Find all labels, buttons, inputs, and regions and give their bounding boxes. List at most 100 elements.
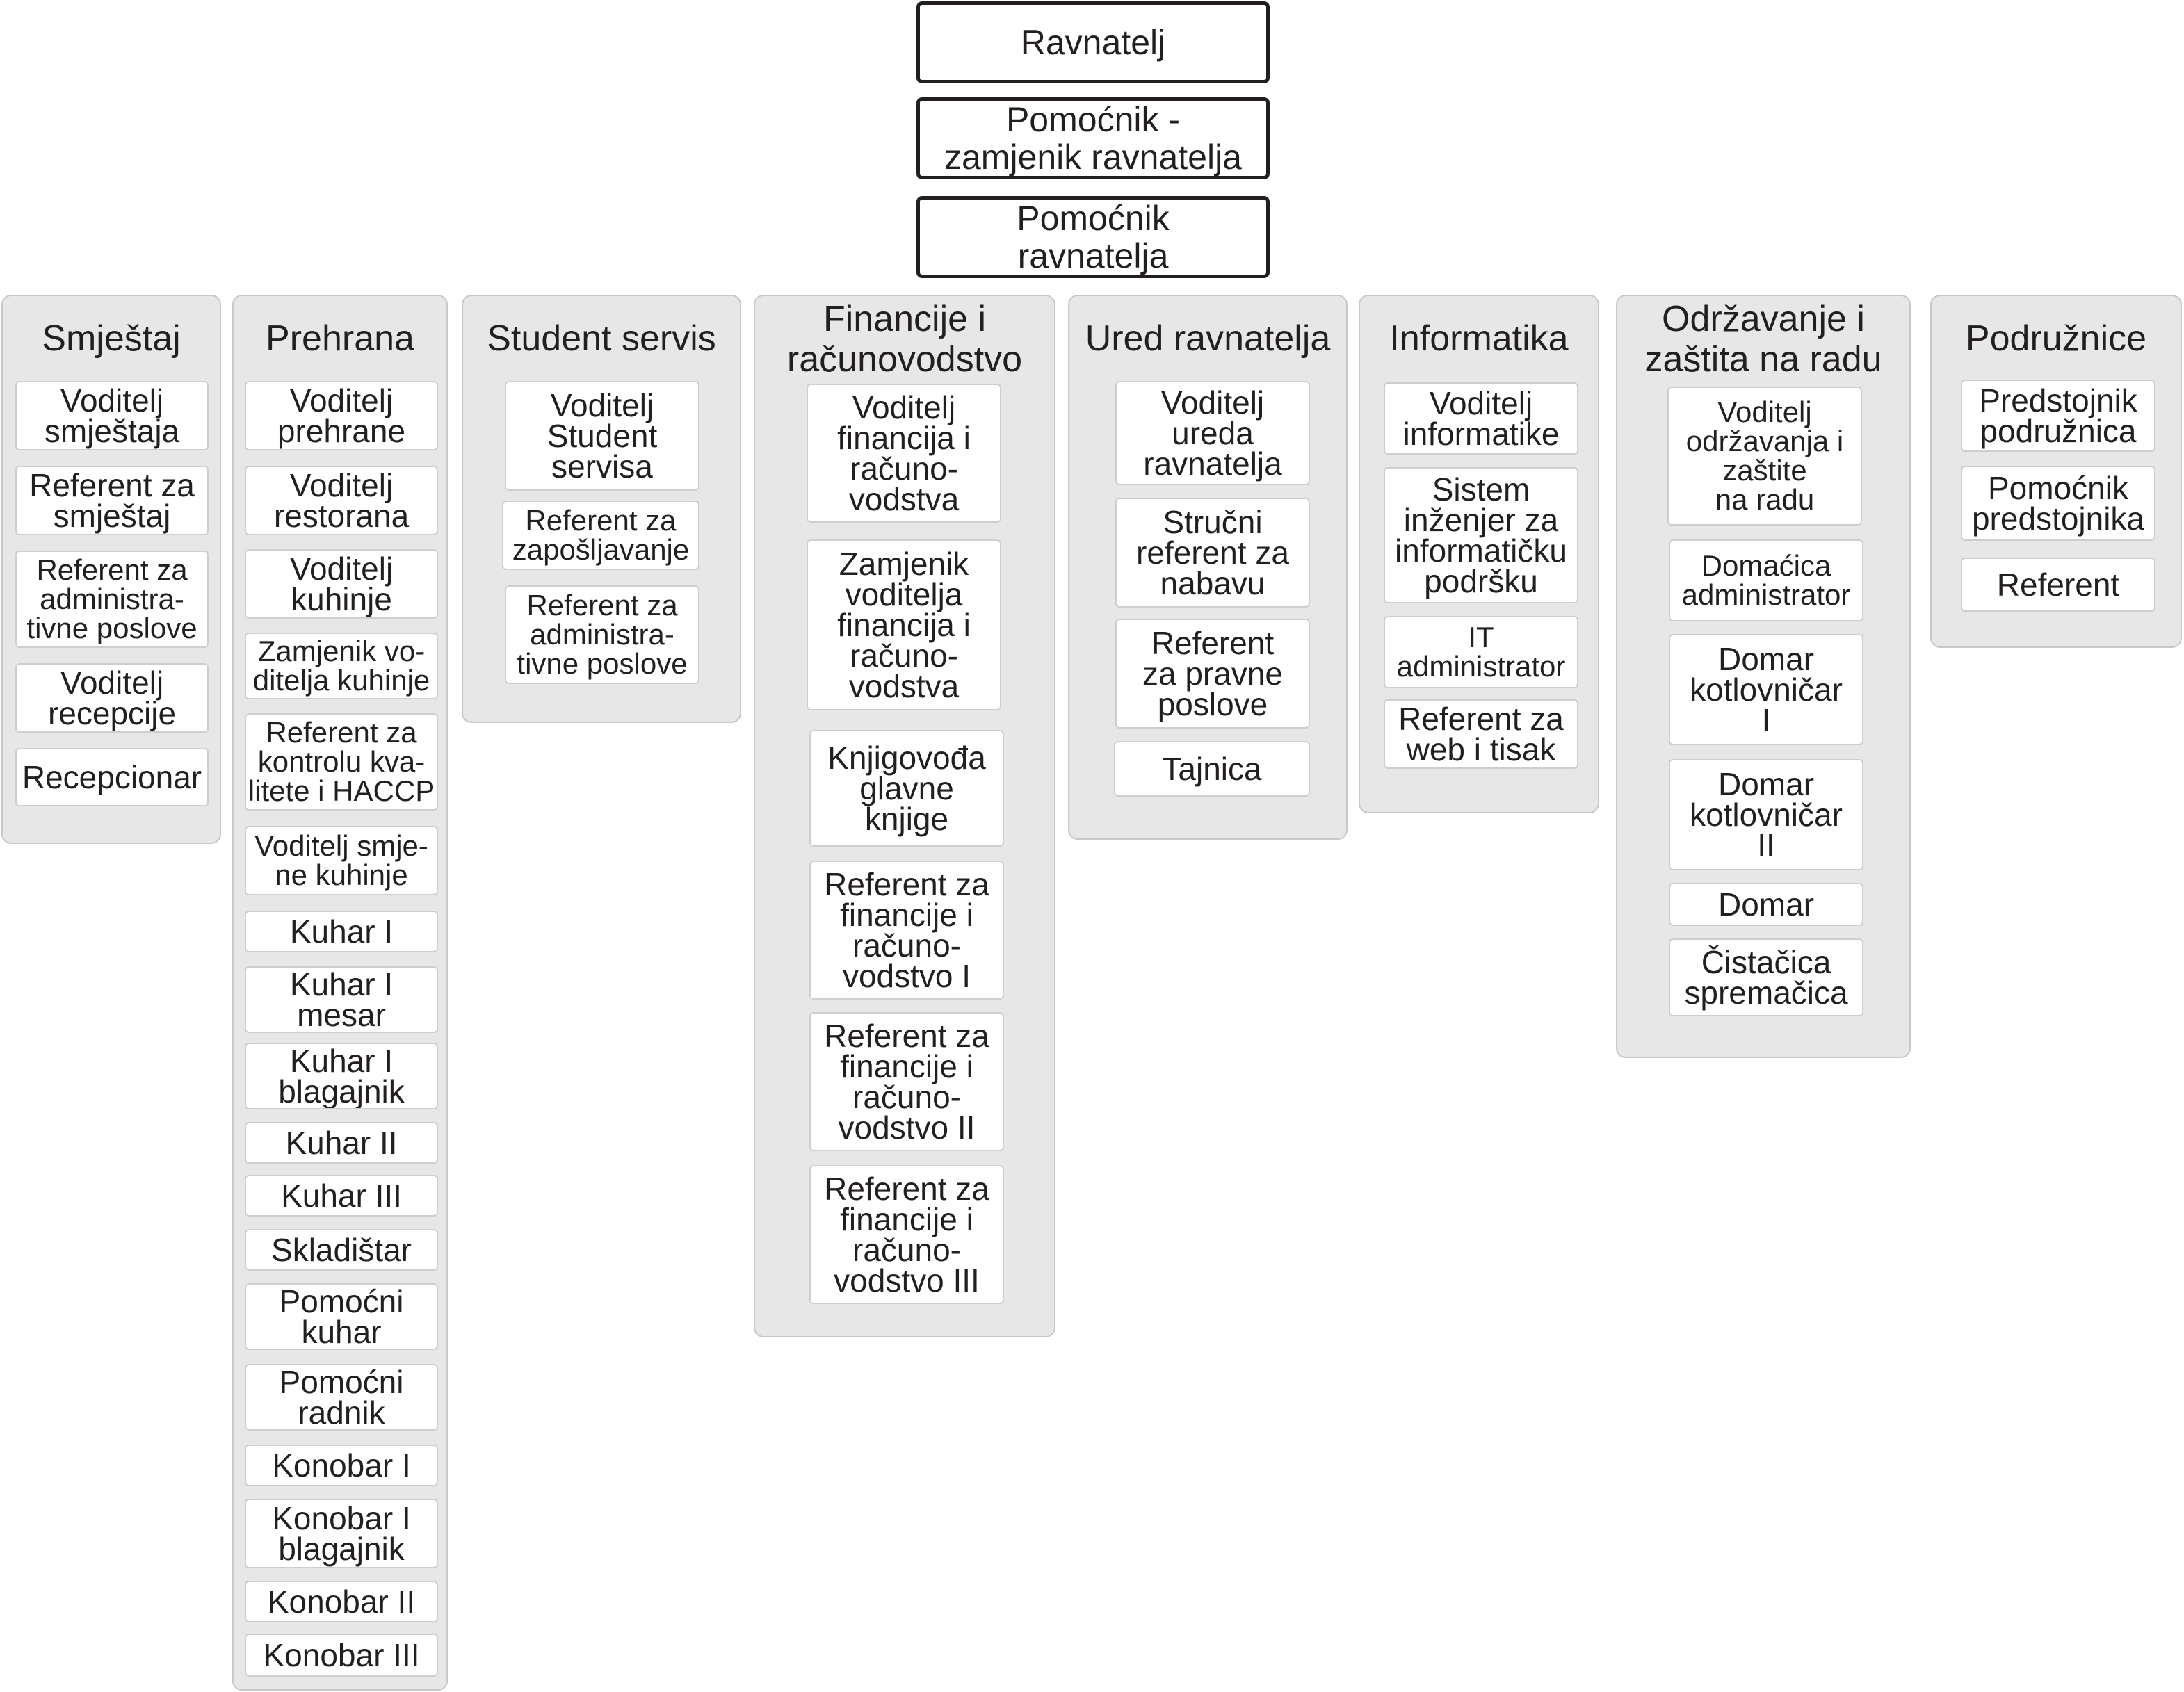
position-label: Zamjenik voditelja financija i računo- v… bbox=[837, 546, 971, 704]
position-box: Voditelj prehrane bbox=[245, 381, 438, 450]
position-label: Referent za smještaj bbox=[29, 467, 195, 534]
position-label: Kuhar II bbox=[285, 1125, 398, 1161]
department-title: Student servis bbox=[487, 318, 716, 359]
position-box: Kuhar II bbox=[245, 1122, 438, 1164]
assistant-director-box: Pomoćnik ravnatelja bbox=[916, 196, 1270, 278]
department-title: Financije i računovodstvo bbox=[786, 299, 1023, 380]
position-box: Domar bbox=[1669, 883, 1863, 926]
position-box: Kuhar III bbox=[245, 1175, 438, 1217]
department-prehrana: Prehrana Voditelj prehrane Voditelj rest… bbox=[232, 295, 448, 1691]
position-label: Domar bbox=[1717, 886, 1815, 922]
position-box: Referent za administra- tivne poslove bbox=[15, 551, 209, 648]
position-label: Konobar III bbox=[263, 1637, 420, 1673]
position-box: Referent za financije i računo- vodstvo … bbox=[809, 1012, 1004, 1151]
position-label: Referent za pravne poslove bbox=[1142, 625, 1283, 722]
position-box: Voditelj Student servisa bbox=[505, 381, 699, 491]
position-label: Pomoćnik predstojnika bbox=[1971, 470, 2145, 537]
position-label: Referent za financije i računo- vodstvo … bbox=[824, 1018, 989, 1146]
position-box: Domaćica administrator bbox=[1669, 539, 1863, 621]
department-smjestaj: Smještaj Voditelj smještaja Referent za … bbox=[1, 295, 221, 844]
position-box: Knjigovođa glavne knjige bbox=[809, 730, 1004, 847]
department-title: Održavanje i zaštita na radu bbox=[1644, 299, 1882, 380]
position-label: Recepcionar bbox=[22, 759, 202, 795]
position-box: Voditelj informatike bbox=[1384, 382, 1578, 455]
position-label: Kuhar I blagajnik bbox=[278, 1043, 405, 1109]
department-title: Podružnice bbox=[1965, 318, 2147, 359]
position-box: IT administrator bbox=[1384, 616, 1578, 688]
director-label: Ravnatelj bbox=[1020, 23, 1166, 62]
position-label: Voditelj ureda ravnatelja bbox=[1143, 384, 1282, 482]
position-label: Konobar I blagajnik bbox=[272, 1500, 411, 1567]
position-box: Referent za administra- tivne poslove bbox=[505, 585, 699, 684]
position-label: Referent za administra- tivne poslove bbox=[26, 553, 197, 644]
position-label: Kuhar III bbox=[281, 1178, 402, 1214]
position-label: Domaćica administrator bbox=[1681, 549, 1851, 611]
position-box: Voditelj održavanja i zaštite na radu bbox=[1667, 387, 1862, 526]
position-box: Referent za financije i računo- vodstvo … bbox=[809, 1165, 1004, 1304]
department-student-servis: Student servis Voditelj Student servisa … bbox=[462, 295, 741, 723]
position-box: Voditelj smje- ne kuhinje bbox=[245, 826, 438, 895]
position-box: Sistem inženjer za informatičku podršku bbox=[1384, 467, 1578, 603]
position-box: Pomoćni kuhar bbox=[245, 1283, 438, 1350]
department-odrzavanje: Održavanje i zaštita na radu Voditelj od… bbox=[1616, 295, 1911, 1058]
department-financije: Financije i računovodstvo Voditelj finan… bbox=[754, 295, 1055, 1337]
position-label: Zamjenik vo- ditelja kuhinje bbox=[252, 635, 430, 697]
position-label: Konobar II bbox=[267, 1584, 416, 1620]
position-label: Voditelj kuhinje bbox=[289, 551, 394, 617]
position-label: Referent za administra- tivne poslove bbox=[517, 589, 688, 680]
position-box: Skladištar bbox=[245, 1229, 438, 1271]
position-box: Voditelj financija i računo- vodstva bbox=[807, 384, 1001, 523]
position-label: Voditelj financija i računo- vodstva bbox=[837, 389, 971, 517]
position-box: Voditelj restorana bbox=[245, 466, 438, 535]
department-informatika: Informatika Voditelj informatike Sistem … bbox=[1359, 295, 1599, 813]
position-box: Konobar I bbox=[245, 1445, 438, 1486]
position-box: Pomoćni radnik bbox=[245, 1364, 438, 1431]
position-box: Predstojnik podružnica bbox=[1961, 380, 2155, 452]
position-label: Referent za web i tisak bbox=[1398, 701, 1564, 767]
position-label: Kuhar I mesar bbox=[289, 966, 394, 1033]
position-box: Kuhar I bbox=[245, 911, 438, 952]
position-label: IT administrator bbox=[1396, 621, 1566, 683]
position-label: Voditelj prehrane bbox=[277, 382, 406, 449]
position-label: Predstojnik podružnica bbox=[1979, 382, 2137, 449]
department-title: Informatika bbox=[1389, 318, 1569, 359]
position-label: Voditelj recepcije bbox=[47, 665, 177, 731]
position-label: Referent za financije i računo- vodstvo … bbox=[824, 866, 989, 994]
position-box: Zamjenik voditelja financija i računo- v… bbox=[807, 539, 1001, 710]
position-label: Domar kotlovničar II bbox=[1690, 766, 1843, 863]
position-box: Kuhar I blagajnik bbox=[245, 1043, 438, 1109]
position-label: Voditelj informatike bbox=[1402, 385, 1560, 452]
position-box: Referent za financije i računo- vodstvo … bbox=[809, 861, 1004, 1000]
deputy-director-box: Pomoćnik - zamjenik ravnatelja bbox=[916, 97, 1270, 179]
position-label: Knjigovođa glavne knjige bbox=[827, 740, 986, 837]
position-label: Voditelj Student servisa bbox=[547, 387, 658, 485]
position-box: Referent bbox=[1961, 558, 2155, 612]
position-box: Zamjenik vo- ditelja kuhinje bbox=[245, 633, 438, 699]
position-box: Recepcionar bbox=[15, 748, 209, 806]
position-box: Kuhar I mesar bbox=[245, 966, 438, 1033]
position-box: Domar kotlovničar I bbox=[1669, 634, 1863, 745]
position-box: Konobar III bbox=[245, 1634, 438, 1677]
position-box: Voditelj ureda ravnatelja bbox=[1115, 381, 1310, 485]
position-box: Stručni referent za nabavu bbox=[1115, 498, 1310, 608]
position-box: Čistačica spremačica bbox=[1669, 938, 1863, 1016]
position-label: Tajnica bbox=[1162, 751, 1262, 787]
position-box: Voditelj kuhinje bbox=[245, 549, 438, 619]
position-label: Referent bbox=[1996, 567, 2120, 603]
position-box: Tajnica bbox=[1114, 741, 1310, 797]
position-box: Voditelj smještaja bbox=[15, 381, 209, 450]
position-label: Čistačica spremačica bbox=[1684, 944, 1848, 1011]
department-title: Prehrana bbox=[266, 318, 414, 359]
department-podruznice: Podružnice Predstojnik podružnica Pomoćn… bbox=[1930, 295, 2182, 648]
position-box: Konobar II bbox=[245, 1581, 438, 1622]
department-ured-ravnatelja: Ured ravnatelja Voditelj ureda ravnatelj… bbox=[1068, 295, 1348, 840]
position-label: Voditelj smještaja bbox=[44, 382, 180, 449]
position-label: Voditelj restorana bbox=[273, 467, 410, 534]
position-box: Referent za zapošljavanje bbox=[502, 501, 699, 570]
department-title: Smještaj bbox=[42, 318, 181, 359]
position-box: Referent za smještaj bbox=[15, 466, 209, 535]
position-box: Voditelj recepcije bbox=[15, 663, 209, 733]
position-box: Konobar I blagajnik bbox=[245, 1499, 438, 1568]
deputy-director-label: Pomoćnik - zamjenik ravnatelja bbox=[944, 100, 1242, 177]
position-label: Domar kotlovničar I bbox=[1690, 641, 1843, 738]
